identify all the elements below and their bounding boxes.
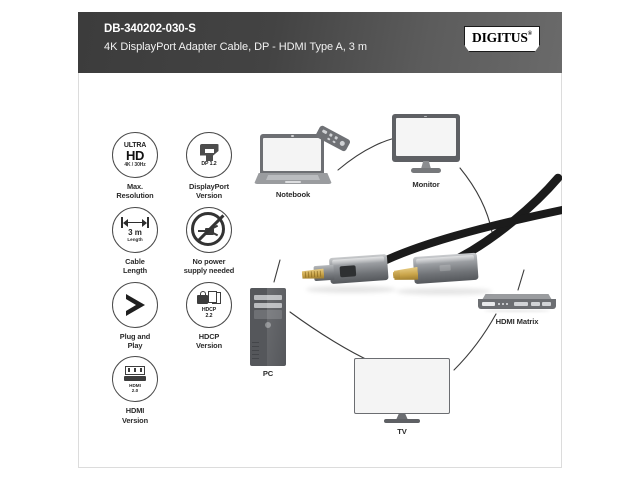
feature-plug-and-play-caption: Plug and Play	[119, 331, 151, 351]
caption-line-1: No power	[192, 256, 226, 266]
feature-hdmi-version: HDMI 2.0 HDMI Version	[98, 356, 172, 425]
device-notebook	[254, 134, 332, 186]
header-text-group: DB-340202-030-S 4K DisplayPort Adapter C…	[104, 22, 367, 56]
hdcp-label: HDCP	[201, 307, 217, 314]
no-power-plug-icon	[186, 206, 232, 253]
caption-line-1: Cable	[125, 256, 145, 266]
feature-hdmi-version-caption: HDMI Version	[122, 406, 148, 425]
hdcp-lock-icon: HDCP 2.2	[186, 281, 232, 328]
ultra-hd-icon-line2: HD	[126, 148, 144, 164]
arc-pc-stub	[273, 259, 281, 283]
hdmi-plug	[395, 251, 493, 296]
feature-icon-column: ULTRA HD 4K / 30Hz Max. Resolution DP 1.…	[98, 132, 246, 425]
displayport-version-chip: DP 1.2	[201, 160, 217, 167]
feature-max-resolution: ULTRA HD 4K / 30Hz Max. Resolution	[98, 132, 172, 201]
play-arrow-glyph	[125, 293, 145, 316]
device-pc-label: PC	[262, 369, 274, 378]
cable-length-value: 3 m	[128, 228, 142, 238]
feature-hdcp-version-caption: HDCP Version	[196, 332, 222, 351]
feature-displayport-version: DP 1.2 DisplayPort Version	[172, 132, 246, 201]
feature-hdcp-version: HDCP 2.2 HDCP Version	[172, 281, 246, 351]
caption-line-1: HDCP	[198, 331, 220, 341]
feature-max-resolution-caption: Max. Resolution	[116, 182, 153, 201]
hdmi-version-value: 2.0	[131, 387, 139, 393]
product-title: 4K DisplayPort Adapter Cable, DP - HDMI …	[104, 41, 367, 53]
cable-strands	[370, 173, 562, 270]
cable-strand-dp	[370, 206, 562, 270]
product-cable-image	[246, 86, 562, 462]
length-arrow-glyph	[121, 217, 149, 229]
arc-matrix-stub	[517, 269, 525, 291]
hdcp-version-value: 2.2	[205, 313, 213, 320]
dp-plug-shadow	[306, 286, 396, 293]
caption-line-2: Resolution	[116, 191, 154, 201]
device-notebook-label: Notebook	[275, 190, 311, 199]
device-hdmi-matrix-label: HDMI Matrix	[495, 317, 539, 326]
displayport-connector-glyph	[199, 143, 219, 161]
caption-line-2: Version	[195, 341, 222, 351]
ultra-hd-icon-line1: ULTRA	[123, 141, 147, 149]
caption-line-1: Plug and	[119, 331, 151, 341]
cable-length-unit-label: Length	[127, 237, 143, 243]
dp-release-latch	[339, 265, 357, 278]
hdmi-connector-glyph	[124, 365, 146, 383]
displayport-plug	[301, 253, 389, 293]
caption-line-1: Max.	[126, 182, 144, 191]
caption-line-2: Play	[127, 341, 143, 351]
feature-no-power-supply-caption: No power supply needed	[183, 256, 235, 276]
product-sku: DB-340202-030-S	[104, 23, 196, 35]
hdmi-label: HDMI	[129, 382, 141, 388]
caption-line-2: Version	[195, 191, 222, 201]
device-tv	[354, 358, 450, 424]
ultra-hd-icon-line3: 4K / 30Hz	[124, 162, 146, 169]
device-monitor-label: Monitor	[412, 180, 440, 189]
device-hdmi-matrix	[478, 294, 556, 314]
connection-diagram: Notebook Monitor PC TV	[246, 86, 562, 462]
ultra-hd-icon: ULTRA HD 4K / 30Hz	[112, 132, 158, 178]
digitus-logo: DIGITUS®	[464, 26, 540, 52]
feature-cable-length: 3 m Length Cable Length	[98, 206, 172, 276]
hdmi-plug-shadow	[396, 288, 492, 295]
device-pc	[250, 288, 286, 366]
digitus-logo-text: DIGITUS®	[472, 30, 532, 45]
feature-displayport-version-caption: DisplayPort Version	[189, 182, 229, 201]
caption-line-2: Version	[121, 415, 148, 425]
caption-line-2: supply needed	[183, 266, 235, 276]
feature-plug-and-play: Plug and Play	[98, 281, 172, 351]
displayport-connector-icon: DP 1.2	[186, 132, 232, 178]
play-arrow-icon	[112, 281, 158, 328]
caption-line-1: DisplayPort	[189, 182, 229, 191]
feature-cable-length-caption: Cable Length	[123, 257, 147, 276]
header-band: DB-340202-030-S 4K DisplayPort Adapter C…	[78, 12, 562, 73]
hdcp-lock-glyph	[197, 290, 221, 307]
caption-line-1: HDMI	[125, 406, 145, 416]
device-monitor	[392, 114, 460, 176]
arc-tv-to-matrix	[453, 313, 497, 371]
hdmi-connector-icon: HDMI 2.0	[112, 356, 158, 403]
caption-line-2: Length	[122, 266, 148, 276]
feature-no-power-supply: No power supply needed	[172, 206, 246, 276]
feature-icon-grid: ULTRA HD 4K / 30Hz Max. Resolution DP 1.…	[98, 132, 246, 425]
length-arrow-icon: 3 m Length	[112, 206, 158, 253]
device-tv-label: TV	[397, 427, 407, 436]
